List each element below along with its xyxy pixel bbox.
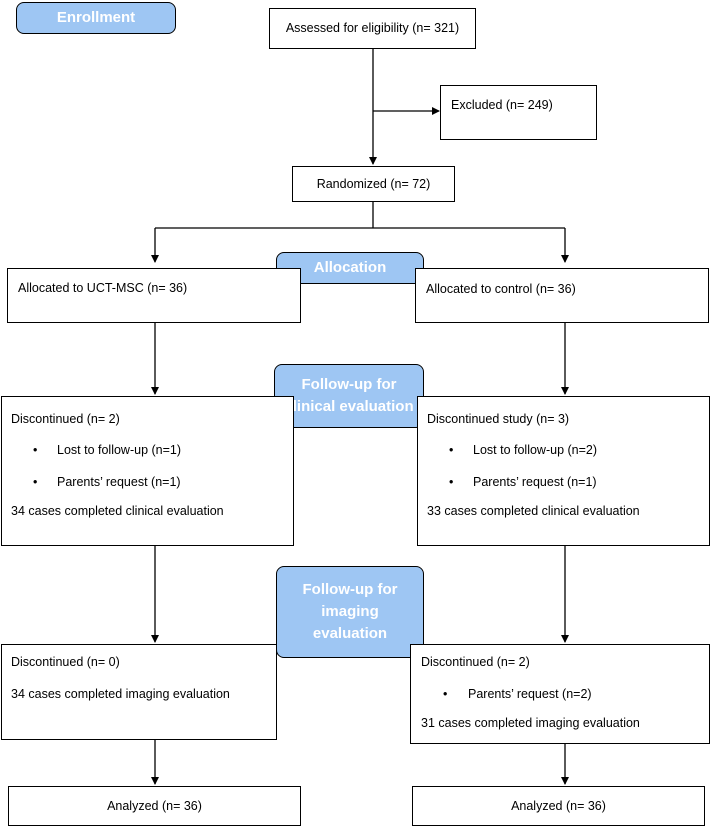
assessed-box: Assessed for eligibility (n= 321) (269, 8, 476, 49)
imaging-left-box: Discontinued (n= 0) 34 cases completed i… (1, 644, 277, 740)
clinical-left-box: Discontinued (n= 2) • Lost to follow-up … (1, 396, 294, 546)
bullet-icon: • (449, 475, 454, 489)
allocated-control-label: Allocated to control (n= 36) (426, 282, 576, 296)
allocated-control-box: Allocated to control (n= 36) (415, 268, 709, 323)
excluded-label: Excluded (n= 249) (451, 98, 553, 112)
analyzed-left-label: Analyzed (n= 36) (107, 798, 202, 813)
stage-enrollment: Enrollment (16, 2, 176, 34)
allocated-uct-msc-box: Allocated to UCT-MSC (n= 36) (7, 268, 301, 323)
clinical-right-header: Discontinued study (n= 3) (427, 412, 570, 426)
bullet-icon: • (443, 687, 448, 701)
imaging-right-completed: 31 cases completed imaging evaluation (421, 716, 640, 730)
imaging-right-box: Discontinued (n= 2) • Parents’ request (… (410, 644, 710, 744)
clinical-left-header: Discontinued (n= 2) (11, 412, 120, 426)
analyzed-right-box: Analyzed (n= 36) (412, 786, 705, 826)
imaging-right-header: Discontinued (n= 2) (421, 655, 530, 669)
imaging-left-completed: 34 cases completed imaging evaluation (11, 687, 230, 701)
stage-enrollment-label: Enrollment (56, 9, 136, 27)
excluded-box: Excluded (n= 249) (440, 85, 597, 140)
stage-followup-clinical: Follow-up for clinical evaluation (274, 364, 424, 428)
randomized-label: Randomized (n= 72) (316, 176, 431, 191)
analyzed-left-box: Analyzed (n= 36) (8, 786, 301, 826)
stage-followup-imaging-line2: imaging (321, 603, 379, 621)
analyzed-right-label: Analyzed (n= 36) (511, 798, 606, 813)
clinical-right-box: Discontinued study (n= 3) • Lost to foll… (417, 396, 710, 546)
randomized-box: Randomized (n= 72) (292, 166, 455, 202)
stage-followup-clinical-line2: clinical evaluation (284, 398, 414, 415)
bullet-icon: • (33, 443, 38, 457)
assessed-label: Assessed for eligibility (n= 321) (285, 21, 460, 35)
stage-followup-imaging-line1: Follow-up for (302, 581, 398, 599)
imaging-left-header: Discontinued (n= 0) (11, 655, 120, 669)
clinical-left-completed: 34 cases completed clinical evaluation (11, 504, 224, 518)
stage-followup-imaging-line3: evaluation (312, 624, 388, 642)
stage-allocation-label: Allocation (313, 259, 387, 277)
bullet-icon: • (449, 443, 454, 457)
stage-followup-clinical-line1: Follow-up for (301, 376, 397, 394)
stage-followup-imaging: Follow-up for imaging evaluation (276, 566, 424, 658)
clinical-right-completed: 33 cases completed clinical evaluation (427, 504, 640, 518)
bullet-icon: • (33, 475, 38, 489)
allocated-uct-msc-label: Allocated to UCT-MSC (n= 36) (18, 281, 188, 295)
